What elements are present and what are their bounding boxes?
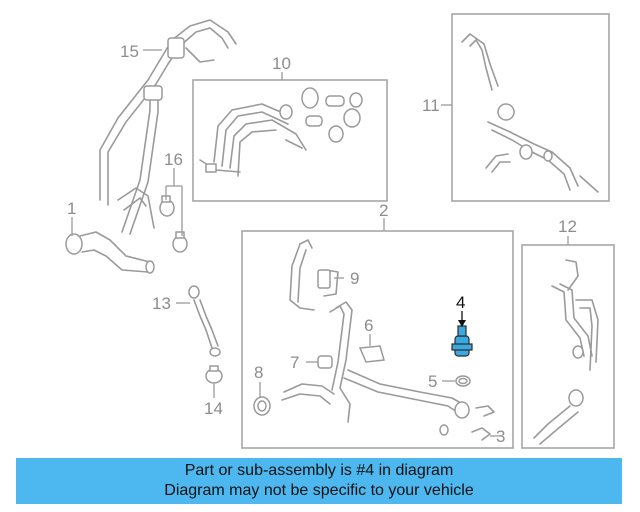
banner-line-1: Part or sub-assembly is #4 in diagram bbox=[184, 462, 454, 479]
callout-15: 15 bbox=[120, 42, 139, 61]
part-14-clamp bbox=[205, 365, 223, 384]
callout-4-highlighted: 4 bbox=[456, 293, 465, 312]
parts-diagram: 15 10 11 16 1 2 12 9 13 4 6 7 8 5 14 3 bbox=[65, 13, 615, 449]
callout-10: 10 bbox=[272, 54, 291, 73]
callout-13: 13 bbox=[152, 294, 171, 313]
callout-14: 14 bbox=[204, 399, 223, 418]
part-4-sensor bbox=[451, 325, 473, 357]
callout-16: 16 bbox=[164, 150, 183, 169]
info-banner: Part or sub-assembly is #4 in diagram Di… bbox=[16, 458, 622, 504]
part-2-hoses bbox=[281, 239, 470, 423]
callout-3: 3 bbox=[496, 427, 505, 446]
part-13-hose bbox=[188, 285, 221, 357]
callout-8: 8 bbox=[254, 363, 263, 382]
callout-1: 1 bbox=[67, 199, 76, 218]
panel-10 bbox=[192, 79, 388, 202]
part-9-bracket bbox=[317, 269, 331, 289]
leader-lines bbox=[71, 49, 569, 437]
part-8-connector bbox=[253, 396, 271, 416]
panel-11 bbox=[451, 13, 610, 202]
callout-9: 9 bbox=[350, 269, 359, 288]
callout-2: 2 bbox=[379, 201, 388, 220]
banner-line-2: Diagram may not be specific to your vehi… bbox=[164, 482, 474, 499]
part-3-clip bbox=[439, 405, 495, 441]
part-15-hose bbox=[99, 19, 237, 235]
part-10-pipes bbox=[199, 87, 363, 177]
panel-2 bbox=[241, 230, 514, 449]
callout-7: 7 bbox=[290, 353, 299, 372]
callout-12: 12 bbox=[558, 217, 577, 236]
part-6-bracket bbox=[358, 345, 385, 363]
callout-11: 11 bbox=[422, 96, 440, 115]
part-16-clamps bbox=[159, 195, 188, 253]
part-12-pipes bbox=[533, 259, 599, 445]
panel-12 bbox=[521, 244, 615, 449]
part-1-hose bbox=[65, 231, 155, 274]
callout-6: 6 bbox=[364, 316, 373, 335]
part-11-hose bbox=[461, 33, 599, 193]
part-5-oring bbox=[455, 375, 471, 387]
part-7-clamp bbox=[317, 355, 333, 369]
callout-5: 5 bbox=[428, 372, 437, 391]
